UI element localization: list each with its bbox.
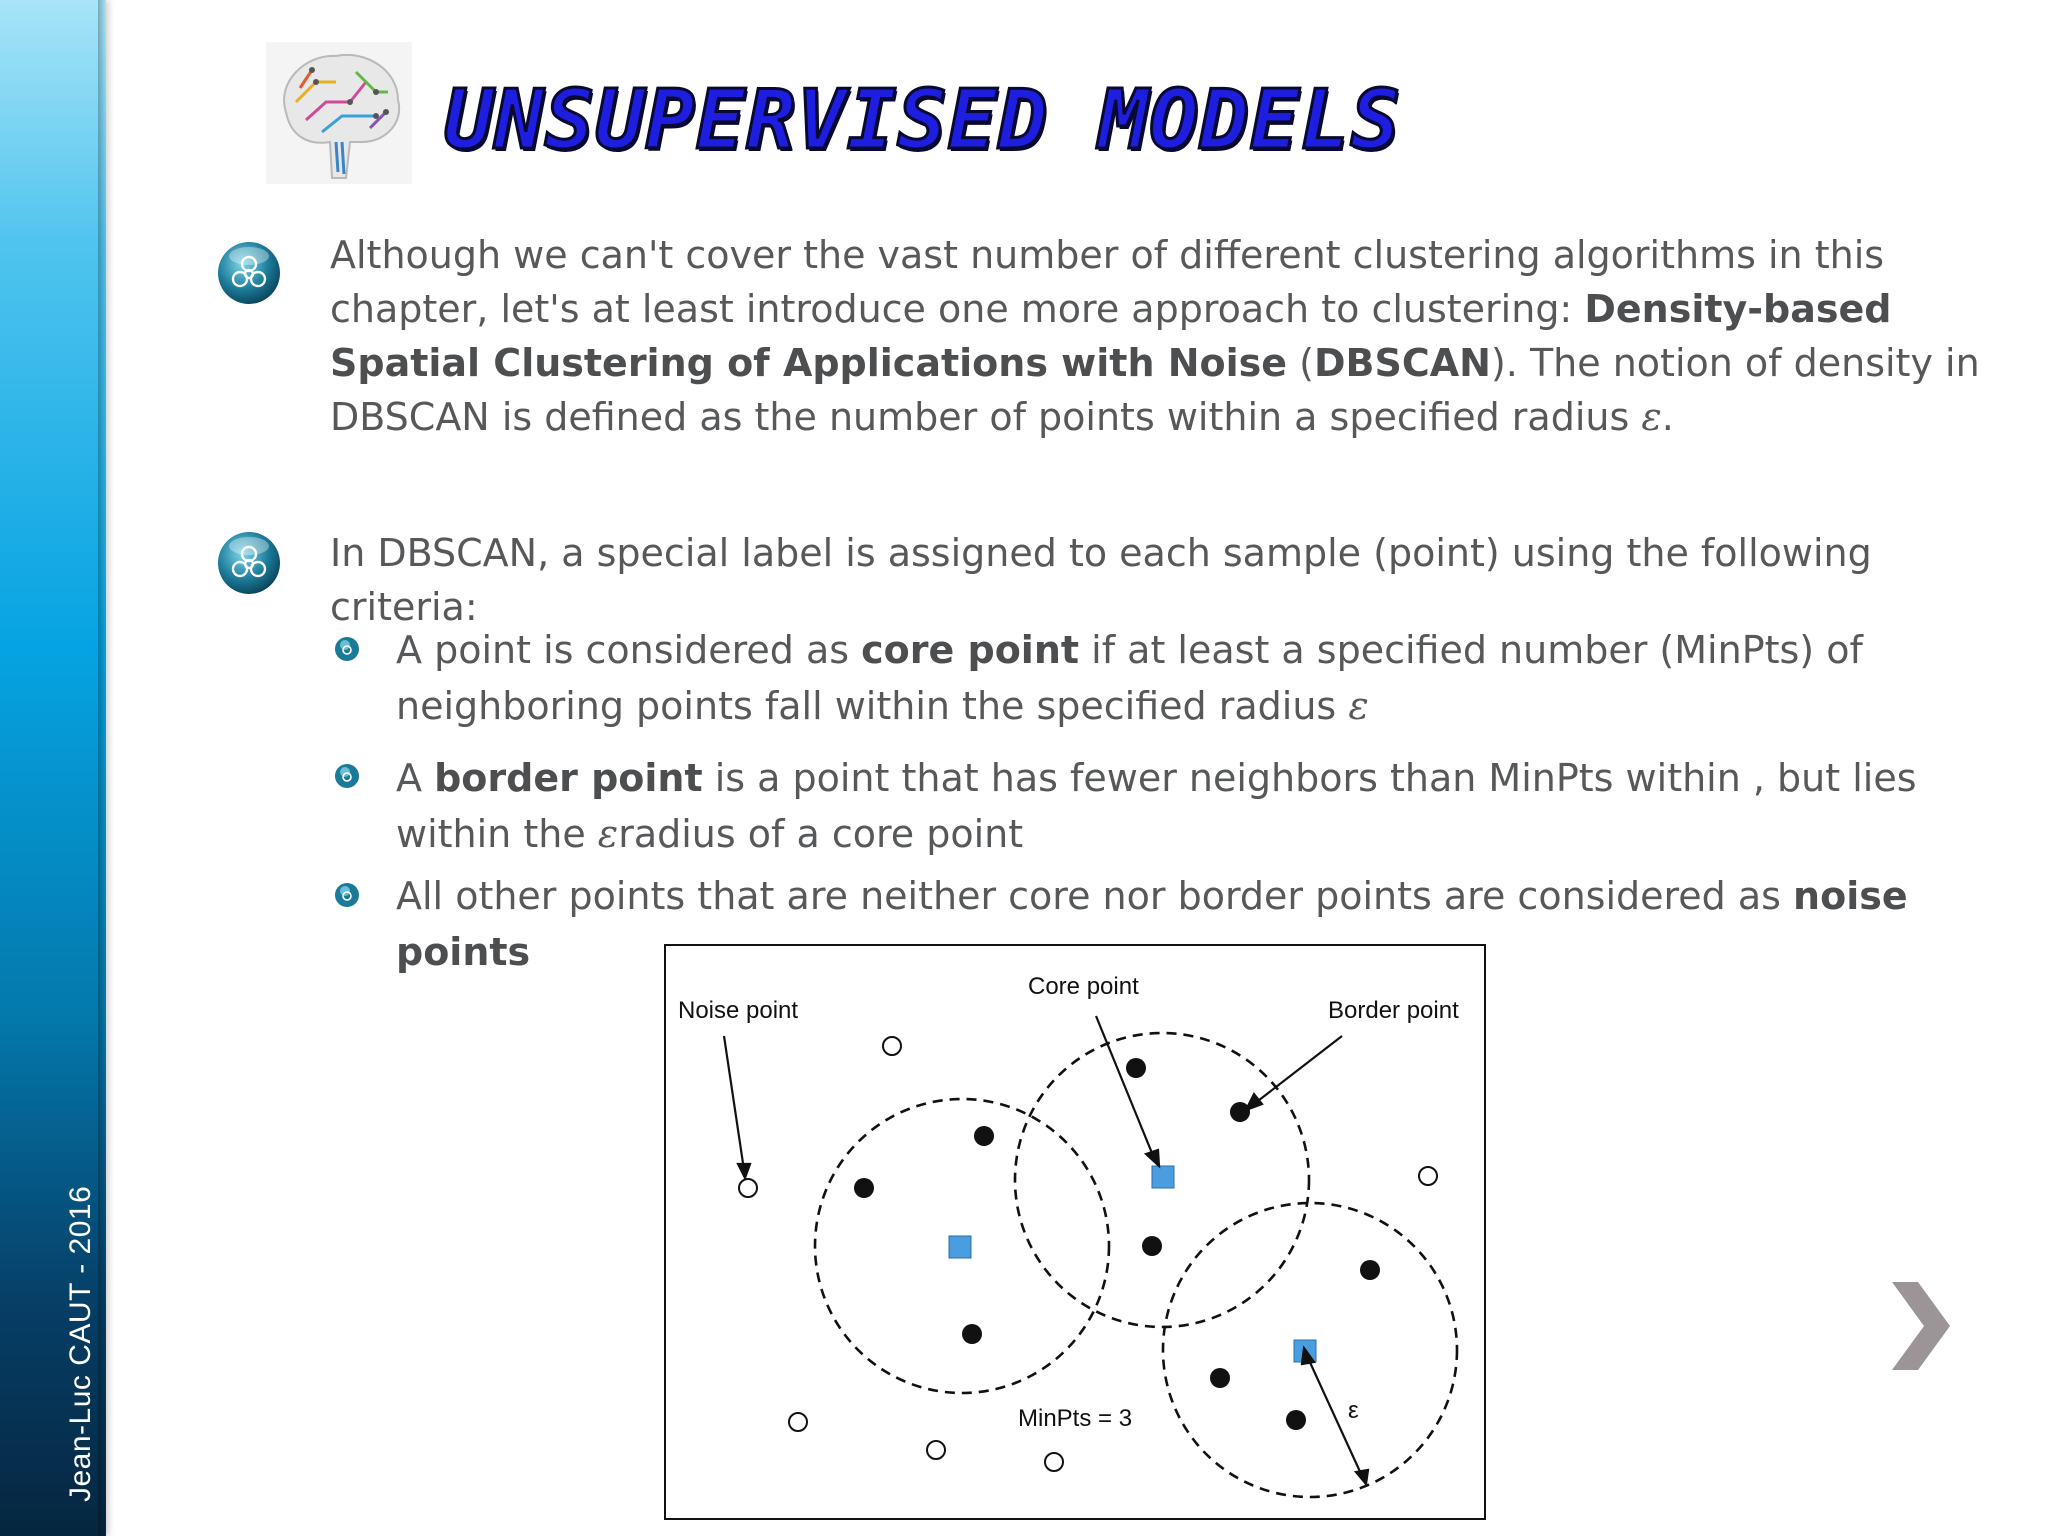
border-point-label: Border point	[1328, 997, 1459, 1024]
criterion-noise-pre: All other points that are neither core n…	[396, 874, 1794, 918]
minpts-label: MinPts = 3	[1018, 1405, 1132, 1432]
biohazard-bullet-icon	[218, 532, 280, 594]
criterion-noise: All other points that are neither core n…	[396, 868, 2006, 980]
arrowhead	[736, 1162, 752, 1181]
author-credit: Jean-Luc CAUT - 2016	[64, 1185, 97, 1502]
data-point	[974, 1126, 994, 1146]
arrowhead	[1353, 1468, 1370, 1487]
chevron-right-icon[interactable]	[1884, 1276, 1954, 1376]
noise-point	[1418, 1166, 1438, 1186]
epsilon-symbol: ε	[1348, 684, 1369, 728]
data-point	[1360, 1260, 1380, 1280]
diagram-frame	[664, 944, 1486, 1520]
core-arrow	[1094, 1015, 1156, 1159]
noise-point	[882, 1036, 902, 1056]
data-point	[1126, 1058, 1146, 1078]
criterion-border-pre: A	[396, 756, 435, 800]
intro-text-4: .	[1661, 395, 1674, 439]
epsilon-circle	[1013, 1031, 1311, 1329]
small-bullet-icon	[335, 637, 359, 661]
intro-text-2: (	[1287, 341, 1314, 385]
criterion-border-bold: border point	[434, 756, 703, 800]
intro-bold-1: Density-based Spatial Clustering of Appl…	[330, 287, 1892, 385]
core-point-label: Core point	[1028, 973, 1139, 1000]
criterion-core: A point is considered as core point if a…	[396, 622, 2006, 734]
criterion-border-post2: radius of a core point	[618, 812, 1024, 856]
criterion-border: A border point is a point that has fewer…	[396, 750, 2006, 862]
core-point	[1151, 1165, 1175, 1189]
small-bullet-icon	[335, 883, 359, 907]
epsilon-symbol: ε	[1641, 395, 1662, 439]
data-point	[962, 1324, 982, 1344]
sidebar-band: Jean-Luc CAUT - 2016	[0, 0, 106, 1536]
brain-logo-icon	[266, 42, 412, 184]
data-point	[854, 1178, 874, 1198]
data-point	[1286, 1410, 1306, 1430]
small-bullet-icon	[335, 764, 359, 788]
epsilon-arrow	[1306, 1357, 1364, 1477]
intro-bold-2: DBSCAN	[1313, 341, 1491, 385]
slide-title: UNSUPERVISED MODELS	[443, 73, 1402, 168]
criterion-noise-bold: noise points	[396, 874, 1908, 974]
dbscan-diagram: Noise point Core point Border point MinP…	[664, 944, 1486, 1520]
criterion-core-pre: A point is considered as	[396, 628, 862, 672]
noise-point	[926, 1440, 946, 1460]
noise-point	[1044, 1452, 1064, 1472]
criteria-intro: In DBSCAN, a special label is assigned t…	[330, 531, 1872, 629]
arrowhead	[1243, 1091, 1264, 1113]
intro-paragraph: Although we can't cover the vast number …	[330, 228, 2010, 444]
noise-point	[788, 1412, 808, 1432]
criterion-core-post: if at least a specified number (MinPts) …	[396, 628, 1863, 728]
arrowhead	[1300, 1345, 1316, 1366]
data-point	[1210, 1368, 1230, 1388]
criterion-border-post: is a point that has fewer neighbors than…	[396, 756, 1917, 856]
arrowhead	[1143, 1148, 1161, 1169]
core-point	[948, 1235, 972, 1259]
intro-text-3: ). The notion of density in DBSCAN is de…	[330, 341, 1980, 439]
intro-text-1: Although we can't cover the vast number …	[330, 233, 1885, 331]
epsilon-circle	[813, 1097, 1111, 1395]
noise-point-label: Noise point	[678, 997, 798, 1024]
noise-point	[738, 1178, 758, 1198]
biohazard-bullet-icon	[218, 242, 280, 304]
data-point	[1142, 1236, 1162, 1256]
noise-arrow	[722, 1035, 746, 1171]
epsilon-circle	[1161, 1201, 1459, 1499]
border-point	[1230, 1102, 1250, 1122]
epsilon-label: ε	[1348, 1397, 1359, 1424]
border-arrow	[1253, 1035, 1343, 1105]
criterion-core-bold: core point	[861, 628, 1080, 672]
epsilon-symbol: ε	[597, 812, 619, 856]
